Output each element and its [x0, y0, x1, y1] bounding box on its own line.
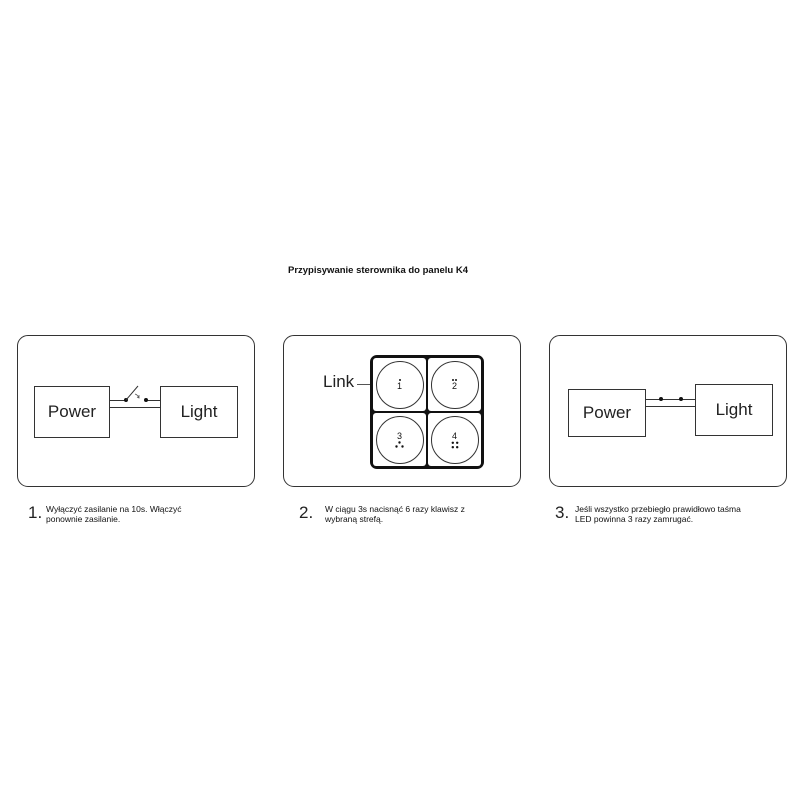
diagram-keypad: Link 1 2 3 [283, 335, 521, 487]
diagram-power-on: Power Light [549, 335, 787, 487]
key-4-pips [451, 441, 458, 448]
key-2-label: 2 [451, 380, 457, 391]
power-box: Power [568, 389, 646, 437]
wire-top-right [146, 400, 160, 401]
step-2-text: W ciągu 3s nacisnąć 6 razy klawisz z wyb… [325, 504, 465, 524]
key-3-label: 3 [396, 431, 402, 441]
switch-contact-right [144, 398, 148, 402]
key-1-button[interactable]: 1 [375, 360, 424, 409]
key-3-button[interactable]: 3 [375, 415, 424, 464]
power-box: Power [34, 386, 110, 438]
key-4-label: 4 [451, 430, 457, 441]
step-1-text: Wyłączyć zasilanie na 10s. Włączyć ponow… [46, 504, 182, 524]
key-2[interactable]: 2 [428, 358, 481, 411]
key-1-label: 1 [396, 380, 402, 391]
light-box: Light [160, 386, 238, 438]
step-1-number: 1. [28, 503, 43, 522]
step-3-number: 3. [555, 503, 570, 522]
light-box: Light [695, 384, 773, 436]
key-4-button[interactable]: 4 [430, 415, 479, 464]
wire-bottom [110, 407, 160, 408]
diagram-power-off: Power Light [17, 335, 255, 487]
key-3[interactable]: 3 [373, 413, 426, 466]
contact-left [659, 397, 663, 401]
wire-top [646, 399, 695, 400]
key-2-pips [450, 378, 459, 381]
key-1[interactable]: 1 [373, 358, 426, 411]
k4-keypad: 1 2 3 4 [370, 355, 484, 469]
key-4[interactable]: 4 [428, 413, 481, 466]
link-label: Link [323, 372, 355, 391]
key-1-pips [395, 378, 404, 381]
step-2-number: 2. [299, 503, 314, 522]
wire-top-left [110, 400, 126, 401]
key-2-button[interactable]: 2 [430, 360, 479, 409]
step-3-text: Jeśli wszystko przebiegło prawidłowo taś… [575, 504, 741, 524]
page-title: Przypisywanie sterownika do panelu K4 [287, 265, 469, 276]
key-3-pips [395, 441, 404, 448]
open-switch-icon [125, 385, 140, 401]
wire-bottom [646, 406, 695, 407]
contact-right [679, 397, 683, 401]
